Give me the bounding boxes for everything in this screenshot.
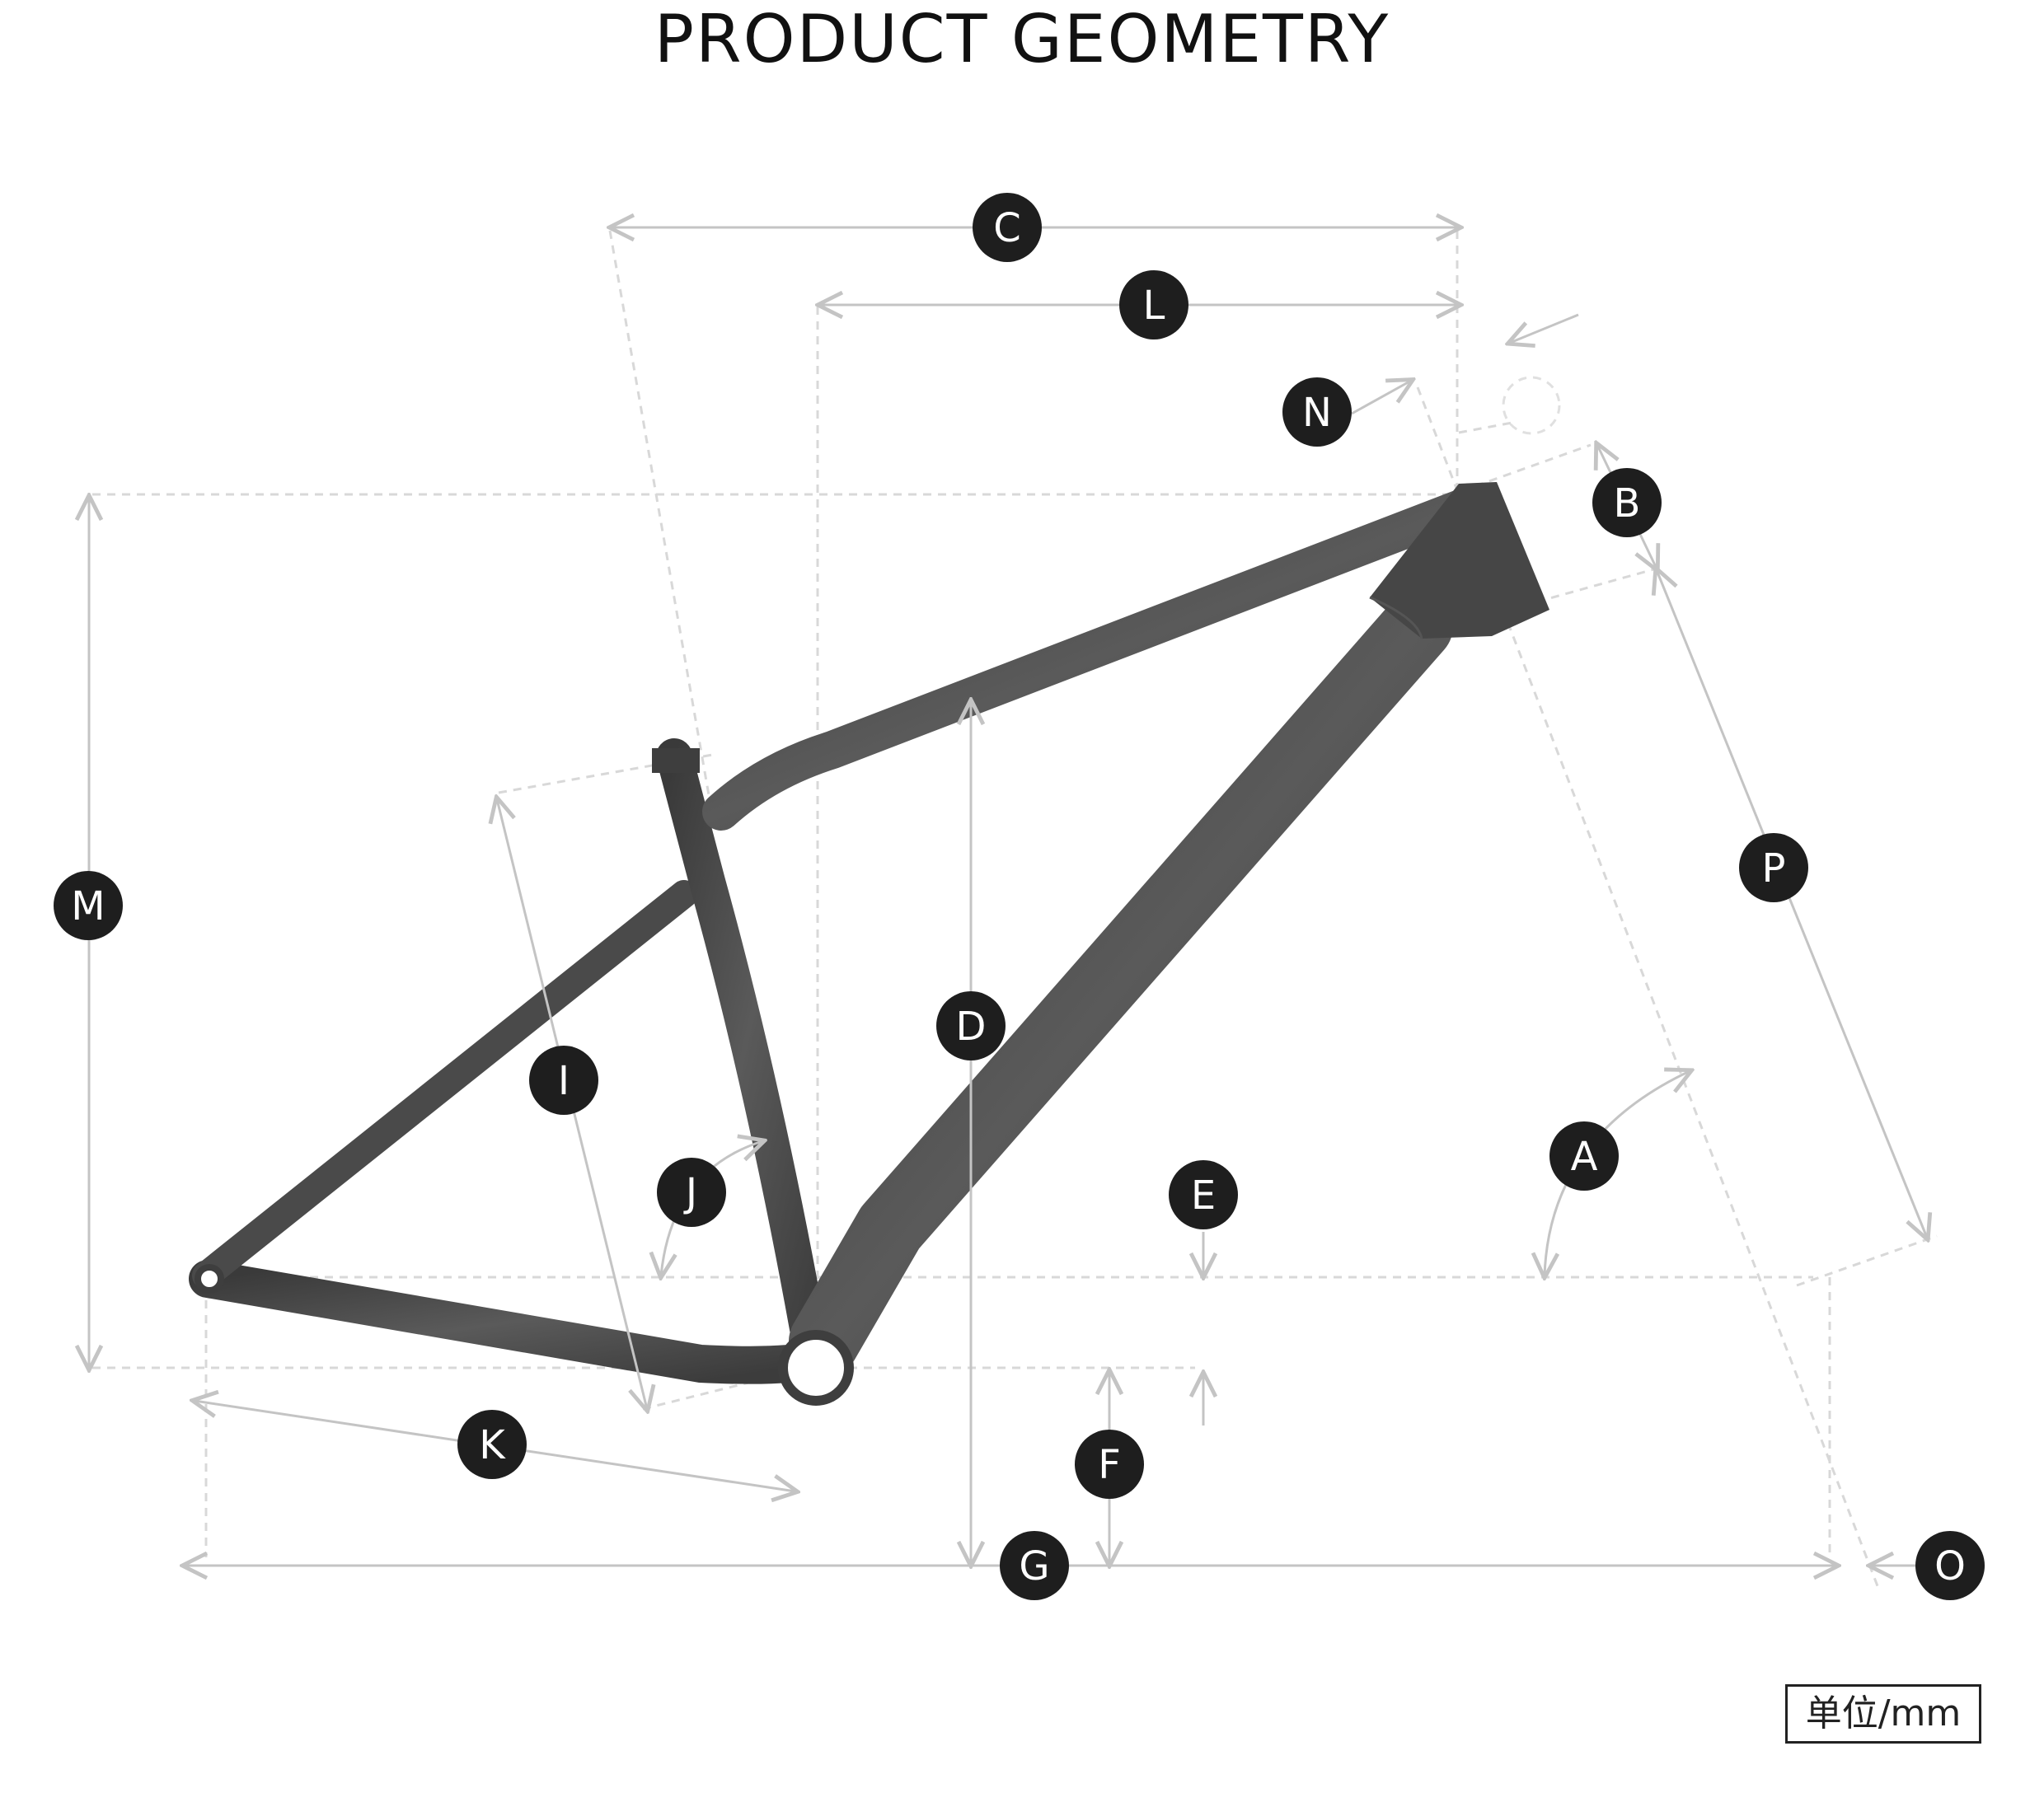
marker-j: J [657, 1158, 726, 1227]
marker-n: N [1282, 377, 1352, 447]
marker-l: L [1119, 270, 1188, 339]
marker-e: E [1169, 1160, 1238, 1229]
svg-text:D: D [956, 1004, 987, 1050]
page-title: PRODUCT GEOMETRY [654, 1, 1390, 77]
marker-a: A [1549, 1121, 1619, 1191]
svg-text:M: M [71, 883, 105, 929]
svg-text:N: N [1302, 390, 1332, 436]
head-tube [1370, 482, 1549, 639]
bike-frame [189, 485, 1490, 1384]
marker-k: K [457, 1410, 527, 1479]
svg-text:C: C [993, 205, 1021, 251]
svg-text:A: A [1571, 1134, 1598, 1180]
marker-d: D [936, 991, 1006, 1060]
dimension-lines [89, 227, 1927, 1566]
svg-text:G: G [1019, 1543, 1049, 1589]
svg-text:K: K [479, 1422, 506, 1468]
rear-dropout [195, 1264, 224, 1294]
marker-o: O [1915, 1531, 1985, 1600]
svg-text:P: P [1762, 845, 1786, 892]
marker-c: C [973, 193, 1042, 262]
svg-text:O: O [1934, 1543, 1966, 1589]
marker-f: F [1075, 1430, 1144, 1499]
marker-g: G [1000, 1531, 1069, 1600]
svg-text:I: I [558, 1058, 570, 1104]
dimension-markers: A B C D E F G I J K L M N O P [54, 193, 1985, 1600]
svg-text:F: F [1098, 1442, 1121, 1488]
marker-m: M [54, 871, 123, 940]
svg-text:E: E [1191, 1173, 1216, 1219]
marker-i: I [529, 1046, 598, 1115]
svg-text:L: L [1143, 283, 1165, 329]
svg-text:B: B [1614, 480, 1641, 527]
unit-label: 单位/mm [1785, 1684, 1981, 1744]
marker-p: P [1739, 833, 1808, 902]
reference-lines [92, 230, 1938, 1591]
bottom-bracket [778, 1330, 854, 1406]
marker-b: B [1592, 468, 1662, 537]
svg-text:J: J [683, 1170, 697, 1216]
